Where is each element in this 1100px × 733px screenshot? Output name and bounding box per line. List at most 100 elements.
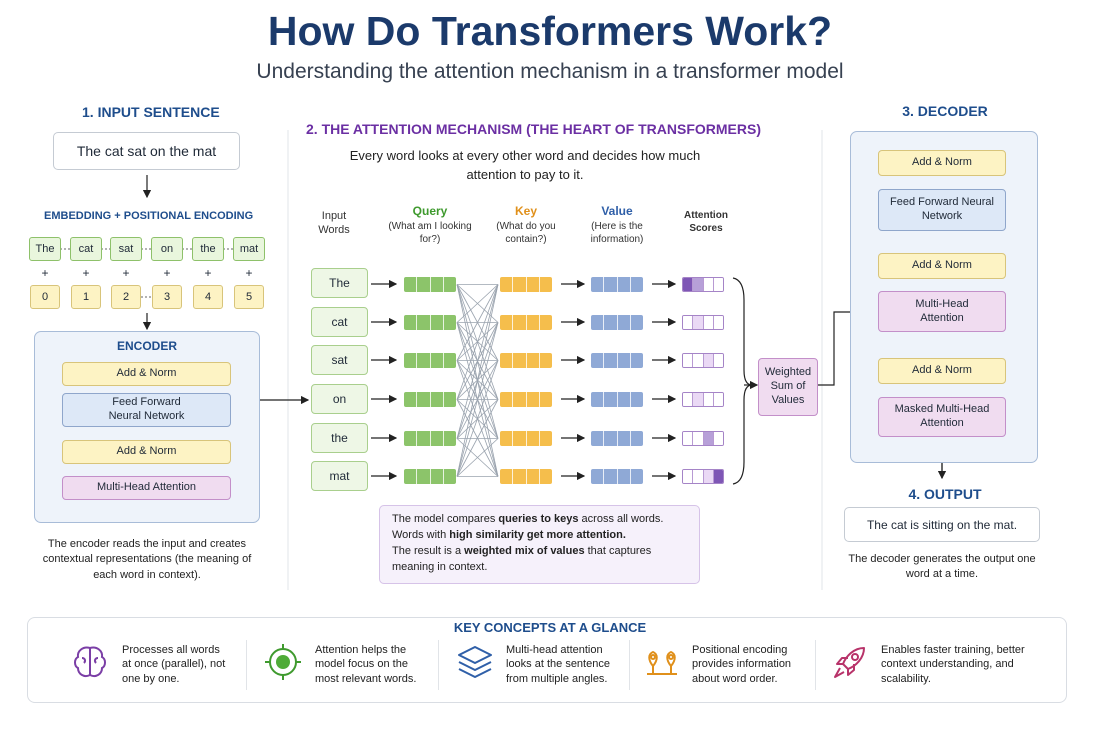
key-vector	[500, 315, 552, 330]
query-vector	[404, 431, 456, 446]
attention-score-vector	[682, 353, 724, 368]
encoder-heading: ENCODER	[116, 339, 177, 353]
position-index: 5	[234, 285, 264, 309]
attention-score-vector	[682, 469, 724, 484]
concept-text: Positional encoding provides information…	[692, 644, 792, 685]
col-input-words: Input Words	[318, 210, 350, 237]
decoder-add-norm: Add & Norm	[878, 150, 1006, 176]
query-vector	[404, 469, 456, 484]
value-vector	[591, 392, 643, 407]
note-line-2: Words with high similarity get more atte…	[392, 528, 626, 541]
attention-word: sat	[311, 345, 368, 375]
note-line-3: The result is a weighted mix of values t…	[392, 544, 652, 573]
position-index: 4	[193, 285, 223, 309]
position-index: 1	[71, 285, 101, 309]
attention-word: on	[311, 384, 368, 414]
token: cat	[70, 237, 102, 261]
embedding-heading: EMBEDDING + POSITIONAL ENCODING	[44, 210, 254, 222]
encoder-add-norm: Add & Norm	[62, 440, 231, 464]
token: mat	[233, 237, 265, 261]
plus-sign: +	[204, 266, 212, 280]
output-sentence: The cat is sitting on the mat.	[844, 507, 1040, 542]
concept-divider	[815, 640, 816, 690]
attention-score-vector	[682, 392, 724, 407]
query-vector	[404, 315, 456, 330]
col-attention-scores: Attention Scores	[684, 210, 728, 234]
value-vector	[591, 431, 643, 446]
query-vector	[404, 277, 456, 292]
token: sat	[110, 237, 142, 261]
attention-score-vector	[682, 431, 724, 446]
target-icon	[263, 642, 303, 682]
col-key-sub: (What do you contain?)	[496, 220, 556, 245]
col-query-sub: (What am I looking for?)	[388, 220, 472, 245]
decoder-add-norm: Add & Norm	[878, 358, 1006, 384]
concept-divider	[246, 640, 247, 690]
value-vector	[591, 469, 643, 484]
input-heading: 1. INPUT SENTENCE	[82, 104, 220, 120]
location-pins-icon	[642, 642, 682, 682]
plus-sign: +	[245, 266, 253, 280]
col-key: Key (What do you contain?)	[482, 204, 570, 246]
key-vector	[500, 431, 552, 446]
attention-score-vector	[682, 315, 724, 330]
key-vector	[500, 353, 552, 368]
query-vector	[404, 392, 456, 407]
decoder-masked-attention: Masked Multi-Head Attention	[878, 397, 1006, 437]
concept-text: Multi-head attention looks at the senten…	[506, 644, 610, 685]
key-vector	[500, 277, 552, 292]
plus-sign: +	[122, 266, 130, 280]
attention-word: mat	[311, 461, 368, 491]
decoder-add-norm: Add & Norm	[878, 253, 1006, 279]
encoder-add-norm: Add & Norm	[62, 362, 231, 386]
col-value-title: Value	[601, 204, 633, 218]
plus-sign: +	[41, 266, 49, 280]
value-vector	[591, 277, 643, 292]
col-query-title: Query	[412, 204, 448, 218]
key-concepts-heading: KEY CONCEPTS AT A GLANCE	[453, 620, 647, 635]
output-heading: 4. OUTPUT	[908, 486, 982, 502]
encoder-caption: The encoder reads the input and creates …	[42, 538, 252, 581]
decoder-heading: 3. DECODER	[902, 103, 988, 119]
token: The	[29, 237, 61, 261]
concept-text: Enables faster training, better context …	[881, 644, 1025, 685]
value-vector	[591, 353, 643, 368]
concept-text: Attention helps the model focus on the m…	[315, 644, 417, 685]
attention-word: The	[311, 268, 368, 298]
plus-sign: +	[82, 266, 90, 280]
position-index: 3	[152, 285, 182, 309]
encoder-multi-head-attention: Multi-Head Attention	[62, 476, 231, 500]
query-vector	[404, 353, 456, 368]
rocket-icon	[830, 642, 870, 682]
page-subtitle: Understanding the attention mechanism in…	[256, 60, 844, 83]
attention-heading: 2. THE ATTENTION MECHANISM (THE HEART OF…	[306, 121, 761, 137]
encoder-feed-forward: Feed Forward Neural Network	[62, 393, 231, 427]
layers-icon	[455, 642, 495, 682]
plus-sign: +	[163, 266, 171, 280]
col-query: Query (What am I looking for?)	[386, 204, 474, 246]
attention-word: the	[311, 423, 368, 453]
position-index: 0	[30, 285, 60, 309]
col-key-title: Key	[514, 204, 537, 218]
key-concepts-panel	[27, 617, 1067, 703]
position-index: 2	[111, 285, 141, 309]
concept-divider	[629, 640, 630, 690]
key-vector	[500, 392, 552, 407]
note-line-1: The model compares queries to keys acros…	[392, 513, 664, 525]
col-value-sub: (Here is the information)	[590, 220, 644, 245]
attention-intro: Every word looks at every other word and…	[349, 148, 701, 182]
brain-icon	[70, 642, 110, 682]
decoder-multi-head-attention: Multi-Head Attention	[878, 291, 1006, 332]
concept-text: Processes all words at once (parallel), …	[122, 644, 226, 685]
value-vector	[591, 315, 643, 330]
page-title: How Do Transformers Work?	[267, 8, 833, 54]
decoder-feed-forward: Feed Forward Neural Network	[878, 189, 1006, 231]
attention-note: The model compares queries to keys acros…	[379, 505, 700, 584]
weighted-sum-box: Weighted Sum of Values	[758, 358, 818, 416]
attention-score-vector	[682, 277, 724, 292]
input-sentence: The cat sat on the mat	[53, 132, 240, 170]
concept-divider	[438, 640, 439, 690]
output-caption: The decoder generates the output one wor…	[848, 553, 1036, 581]
token: the	[192, 237, 224, 261]
attention-word: cat	[311, 307, 368, 337]
